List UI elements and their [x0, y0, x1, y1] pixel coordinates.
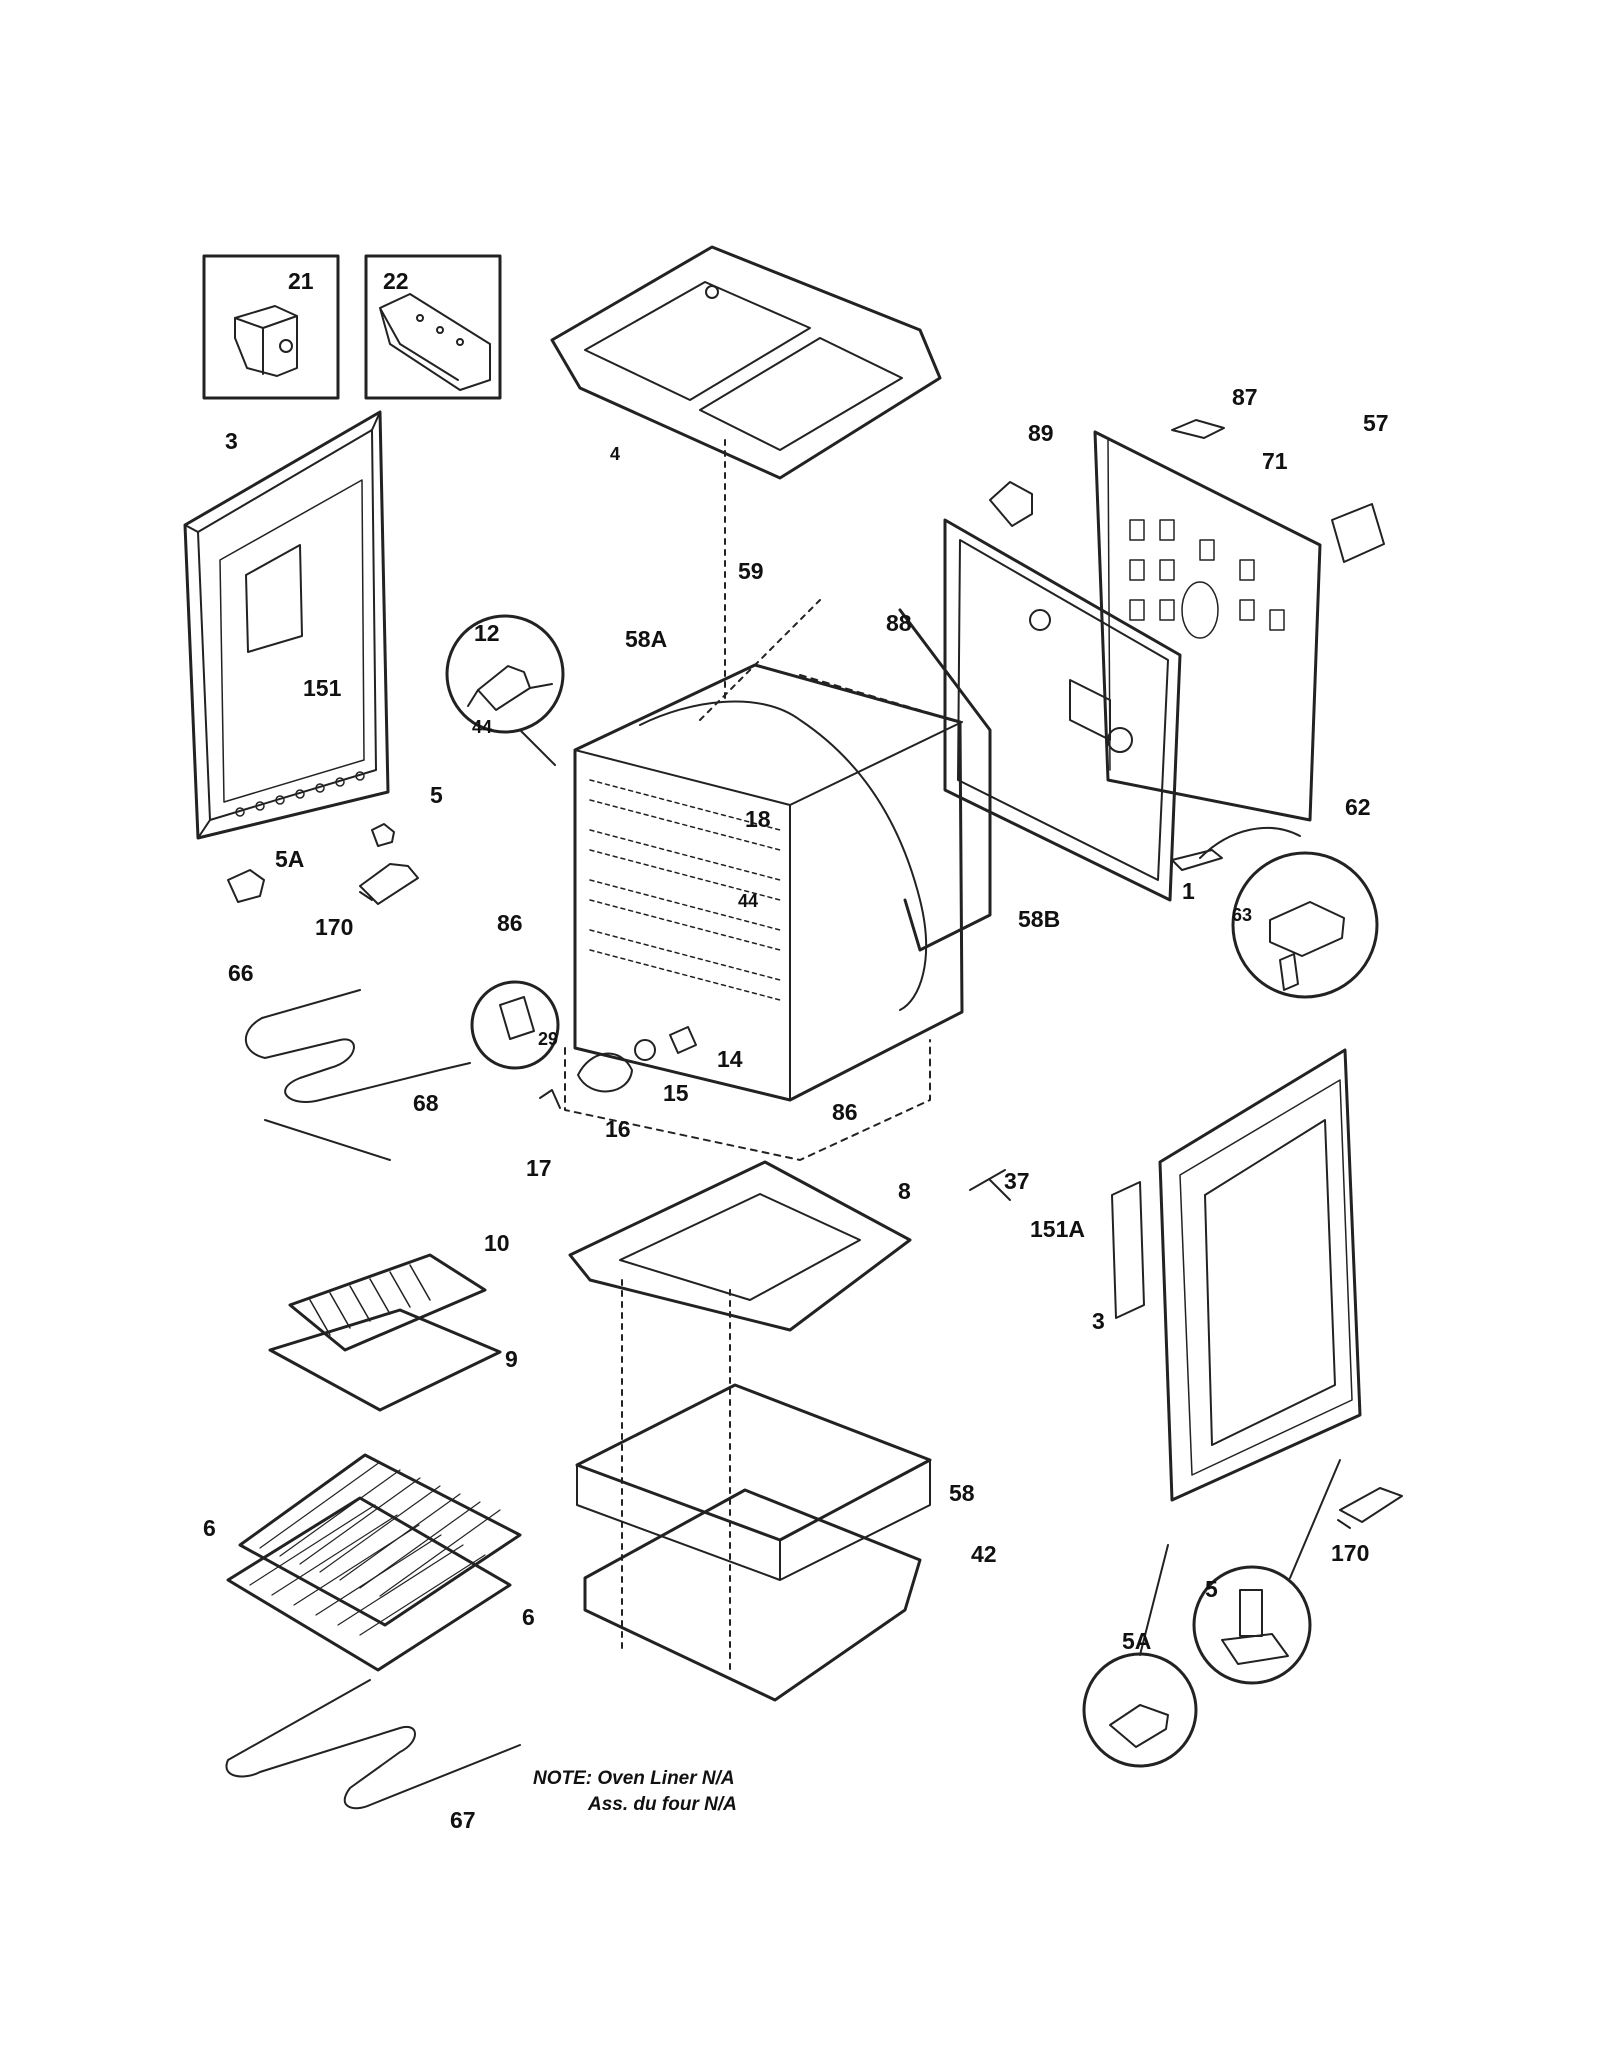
- part-label-58: 58: [949, 1480, 975, 1506]
- detail-circle-5A: [1082, 1652, 1198, 1768]
- oven-rack-upper: [238, 1453, 522, 1627]
- part-label-14: 14: [717, 1046, 743, 1072]
- part-label-5-right: 5: [1205, 1576, 1218, 1602]
- part-label-6-upper: 6: [203, 1515, 216, 1541]
- part-label-42: 42: [971, 1541, 997, 1567]
- part-label-58B: 58B: [1018, 906, 1061, 932]
- part-label-68: 68: [413, 1090, 439, 1116]
- part-label-59: 59: [738, 558, 764, 584]
- leader-lines-right-legs: [1139, 1459, 1341, 1656]
- drawer-base-panel: [583, 1488, 922, 1702]
- part-label-86-right: 86: [832, 1099, 858, 1125]
- right-side-panel: [1111, 1048, 1362, 1502]
- part-label-71: 71: [1262, 448, 1288, 474]
- part-label-89: 89: [1028, 420, 1054, 446]
- insulation-blanket: [898, 608, 992, 952]
- light-socket-parts: [539, 1026, 697, 1109]
- part-label-44-upper: 44: [472, 717, 493, 737]
- part-label-3-left: 3: [225, 428, 238, 454]
- leveling-leg-bracket-right: [1337, 1487, 1403, 1529]
- wire-37: [969, 1169, 1011, 1201]
- part-label-62: 62: [1345, 794, 1371, 820]
- detail-circle-5: [1192, 1565, 1312, 1685]
- part-label-9: 9: [505, 1346, 518, 1372]
- part-label-66: 66: [228, 960, 254, 986]
- part-label-67: 67: [450, 1807, 476, 1833]
- part-label-29: 29: [538, 1029, 559, 1049]
- oven-rack-lower: [226, 1496, 512, 1672]
- bottom-insulation-block: [575, 1383, 932, 1581]
- bake-element: [225, 1679, 521, 1810]
- broil-pan-grid: [288, 1253, 487, 1352]
- cooktop-top-panel: [550, 245, 942, 480]
- part-label-3-right: 3: [1092, 1308, 1105, 1334]
- part-label-37: 37: [1004, 1168, 1030, 1194]
- rear-grille-57: [1331, 503, 1385, 563]
- part-label-5-left: 5: [430, 782, 443, 808]
- part-label-8: 8: [898, 1178, 911, 1204]
- part-label-15: 15: [663, 1080, 689, 1106]
- part-label-21: 21: [288, 268, 314, 294]
- part-label-12: 12: [474, 620, 500, 646]
- part-label-10: 10: [484, 1230, 510, 1256]
- dashed-guide-lines: [621, 439, 821, 1671]
- part-label-151A: 151A: [1030, 1216, 1085, 1242]
- part-label-44-lower: 44: [738, 891, 759, 911]
- leader-12: [519, 729, 556, 766]
- detail-circle-29: [470, 980, 560, 1070]
- oven-bottom-panel: [568, 1160, 912, 1332]
- part-label-63: 63: [1232, 905, 1253, 925]
- bracket-87: [1171, 419, 1225, 439]
- detail-circle-12: [445, 614, 565, 734]
- part-label-58A: 58A: [625, 626, 668, 652]
- part-label-88: 88: [886, 610, 912, 636]
- part-label-4: 4: [610, 444, 621, 464]
- part-label-5A-left: 5A: [275, 846, 305, 872]
- part-label-22: 22: [383, 268, 409, 294]
- note-line-2: Ass. du four N/A: [588, 1794, 737, 1815]
- part-label-6-lower: 6: [522, 1604, 535, 1630]
- part-label-16: 16: [605, 1116, 631, 1142]
- detail-circle-62: [1171, 826, 1379, 999]
- part-label-86-left: 86: [497, 910, 523, 936]
- part-label-170-right: 170: [1331, 1540, 1370, 1566]
- bracket-89: [989, 481, 1033, 527]
- broil-pan-base: [268, 1308, 502, 1412]
- note-line-1: NOTE: Oven Liner N/A: [533, 1768, 735, 1789]
- part-label-1: 1: [1182, 878, 1195, 904]
- inset-box-22: [364, 254, 502, 400]
- inset-box-21: [202, 254, 340, 400]
- part-label-87: 87: [1232, 384, 1258, 410]
- part-label-5A-right: 5A: [1122, 1628, 1152, 1654]
- part-label-151: 151: [303, 675, 342, 701]
- part-label-18: 18: [745, 806, 771, 832]
- part-label-170-left: 170: [315, 914, 354, 940]
- leveling-leg-left: [227, 823, 419, 905]
- part-label-57: 57: [1363, 410, 1389, 436]
- broil-element: [244, 989, 471, 1161]
- left-side-panel: [183, 410, 390, 840]
- rear-panel: [1093, 430, 1322, 822]
- part-label-17: 17: [526, 1155, 552, 1181]
